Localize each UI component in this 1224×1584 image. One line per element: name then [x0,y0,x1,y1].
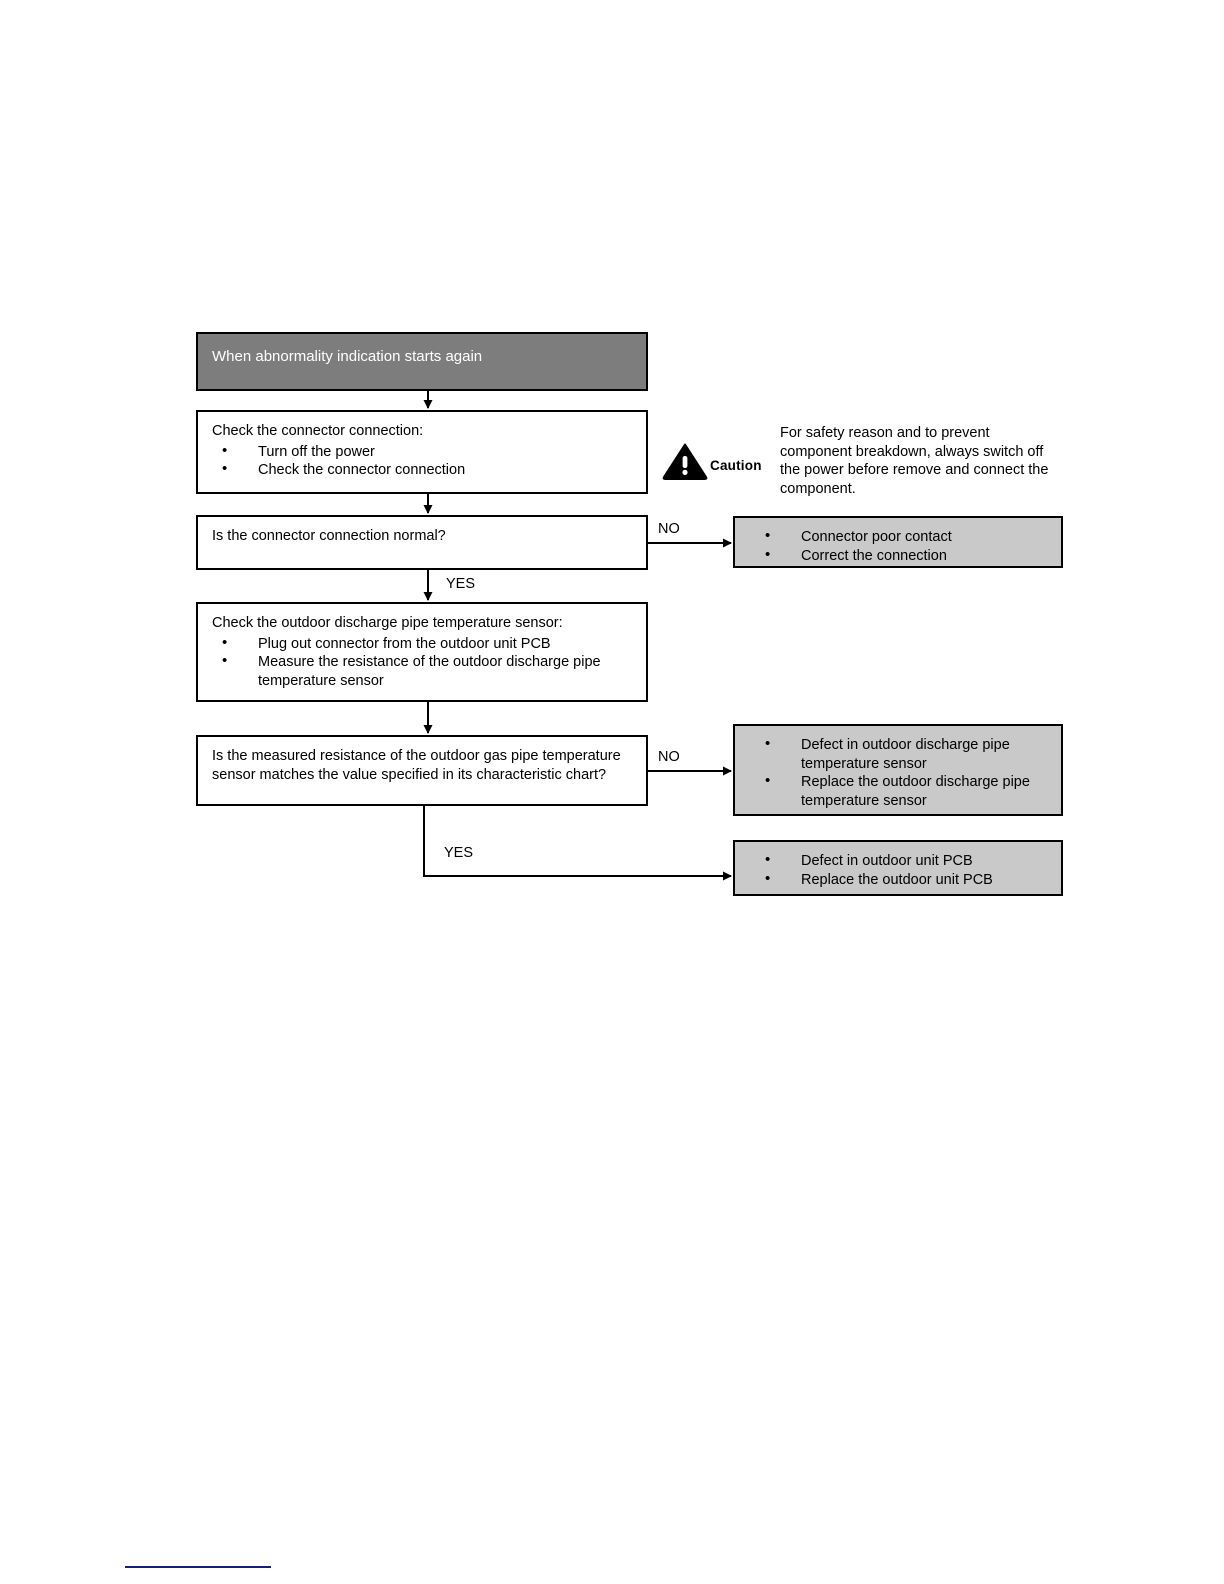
process-lead-text: Check the connector connection: [212,423,424,439]
process-box-check-outdoor-discharge-pipe-sensor: Check the outdoor discharge pipe tempera… [196,602,648,702]
footer-divider [125,1566,271,1568]
list-item: Connector poor contact [749,527,1047,547]
decision-box-connector-connection-normal: Is the connector connection normal? [196,515,648,570]
list-item: Defect in outdoor discharge pipe tempera… [749,735,1047,773]
caution-text: For safety reason and to prevent compone… [780,425,1049,497]
caution-note: Caution For safety reason and to prevent… [662,424,1062,498]
edge-decision2-yes-to-result3 [423,806,732,881]
flow-start-banner: When abnormality indication starts again [196,332,648,391]
process-bullet-list: Plug out connector from the outdoor unit… [212,634,632,691]
list-item: Replace the outdoor discharge pipe tempe… [749,772,1047,810]
caution-label: Caution [710,458,762,473]
process-bullet-list: Turn off the power Check the connector c… [212,442,632,480]
flow-start-label: When abnormality indication starts again [212,348,483,365]
process-box-check-connector-connection: Check the connector connection: Turn off… [196,410,648,494]
list-item: Plug out connector from the outdoor unit… [212,634,632,654]
result-box-defect-outdoor-unit-pcb: Defect in outdoor unit PCB Replace the o… [733,840,1063,896]
edge-label-no-2: NO [658,749,680,765]
warning-triangle-icon [662,442,708,480]
result-box-defect-outdoor-discharge-pipe-sensor: Defect in outdoor discharge pipe tempera… [733,724,1063,816]
list-item: Replace the outdoor unit PCB [749,870,1047,890]
result-bullet-list: Defect in outdoor discharge pipe tempera… [749,735,1047,810]
edge-label-yes-1: YES [446,576,476,592]
decision-question: Is the measured resistance of the outdoo… [212,748,621,783]
result-bullet-list: Connector poor contact Correct the conne… [749,527,1047,566]
edge-label-no-1: NO [658,521,680,537]
result-bullet-list: Defect in outdoor unit PCB Replace the o… [749,851,1047,890]
list-item: Turn off the power [212,442,632,462]
list-item: Defect in outdoor unit PCB [749,851,1047,871]
list-item: Check the connector connection [212,460,632,480]
decision-box-measured-resistance-matches: Is the measured resistance of the outdoo… [196,735,648,806]
list-item: Measure the resistance of the outdoor di… [212,652,632,690]
process-lead-text: Check the outdoor discharge pipe tempera… [212,615,563,631]
decision-question: Is the connector connection normal? [212,528,446,544]
edge-label-yes-2: YES [444,845,474,861]
list-item: Correct the connection [749,546,1047,566]
result-box-connector-poor-contact: Connector poor contact Correct the conne… [733,516,1063,568]
